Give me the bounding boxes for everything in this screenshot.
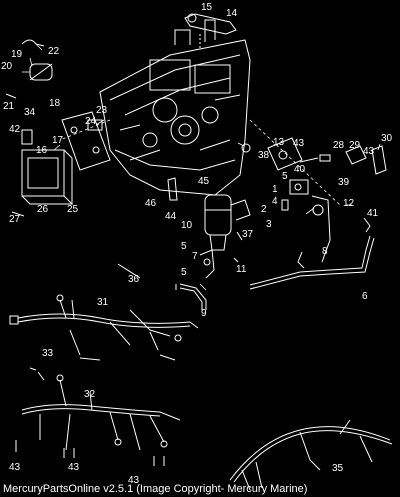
bracket-drawing bbox=[167, 177, 243, 279]
screws-drawing bbox=[5, 93, 165, 466]
callout-34: 34 bbox=[24, 107, 36, 118]
callout-15: 15 bbox=[201, 2, 213, 13]
callout-30: 30 bbox=[381, 133, 393, 144]
callout-35: 35 bbox=[332, 463, 344, 474]
hose-drawing bbox=[175, 235, 375, 310]
wiring-harness-35-drawing bbox=[229, 419, 393, 491]
callout-24: 24 bbox=[85, 116, 97, 127]
callout-5-c: 5 bbox=[181, 267, 187, 278]
starter-motor-drawing bbox=[204, 194, 251, 251]
callout-43-d: 43 bbox=[128, 475, 140, 486]
callout-37: 37 bbox=[242, 229, 254, 240]
cable-tie-drawing bbox=[117, 263, 141, 279]
callout-43-b: 43 bbox=[9, 462, 21, 473]
callout-43-c: 43 bbox=[68, 462, 80, 473]
callout-20: 20 bbox=[1, 61, 13, 72]
callout-43-e: 43 bbox=[363, 146, 375, 157]
callout-6: 6 bbox=[362, 291, 368, 302]
callout-22: 22 bbox=[48, 46, 60, 57]
callout-32: 32 bbox=[84, 389, 96, 400]
callout-5-b: 5 bbox=[181, 241, 187, 252]
leader-lines bbox=[22, 43, 381, 291]
control-module-drawing bbox=[21, 111, 111, 205]
callout-14: 14 bbox=[226, 8, 238, 19]
dashed-assembly-line bbox=[249, 119, 341, 206]
callout-13: 13 bbox=[273, 137, 285, 148]
callout-44: 44 bbox=[165, 211, 177, 222]
callout-4: 4 bbox=[272, 196, 278, 207]
callout-27: 27 bbox=[9, 214, 21, 225]
callout-12: 12 bbox=[343, 198, 355, 209]
callout-25: 25 bbox=[67, 204, 79, 215]
callout-1: 1 bbox=[272, 184, 278, 195]
right-side-parts-drawing bbox=[241, 137, 387, 269]
callout-10: 10 bbox=[181, 220, 193, 231]
callout-40: 40 bbox=[294, 164, 306, 175]
callout-38: 38 bbox=[258, 150, 270, 161]
dashed-assembly-line bbox=[59, 119, 111, 141]
callout-43: 43 bbox=[293, 138, 305, 149]
callout-11: 11 bbox=[236, 264, 247, 275]
callout-2: 2 bbox=[261, 204, 267, 215]
callout-39: 39 bbox=[338, 177, 350, 188]
callout-28: 28 bbox=[333, 140, 345, 151]
callout-21: 21 bbox=[3, 101, 15, 112]
callout-46: 46 bbox=[145, 198, 157, 209]
callout-31: 31 bbox=[97, 297, 109, 308]
copyright-caption: MercuryPartsOnline v2.5.1 (Image Copyrig… bbox=[3, 483, 308, 495]
callout-7: 7 bbox=[192, 251, 198, 262]
callout-5: 5 bbox=[282, 171, 288, 182]
wiring-harness-31-drawing bbox=[9, 294, 199, 361]
callout-41: 41 bbox=[367, 208, 379, 219]
callout-8: 8 bbox=[322, 246, 328, 257]
callout-26: 26 bbox=[37, 204, 49, 215]
callout-45: 45 bbox=[198, 176, 210, 187]
callout-42: 42 bbox=[9, 124, 21, 135]
callout-29: 29 bbox=[349, 140, 361, 151]
wiring-harness-32-drawing bbox=[21, 367, 181, 451]
callout-23: 23 bbox=[96, 105, 108, 116]
callout-16: 16 bbox=[36, 145, 48, 156]
callout-18: 18 bbox=[49, 98, 61, 109]
engine-block-drawing bbox=[99, 19, 251, 196]
callout-3: 3 bbox=[266, 219, 272, 230]
fitting-drawing bbox=[184, 13, 237, 48]
callout-17: 17 bbox=[52, 135, 64, 146]
callout-33: 33 bbox=[42, 348, 54, 359]
callout-36: 36 bbox=[128, 274, 140, 285]
callout-9: 9 bbox=[201, 308, 207, 319]
callout-19: 19 bbox=[11, 49, 23, 60]
